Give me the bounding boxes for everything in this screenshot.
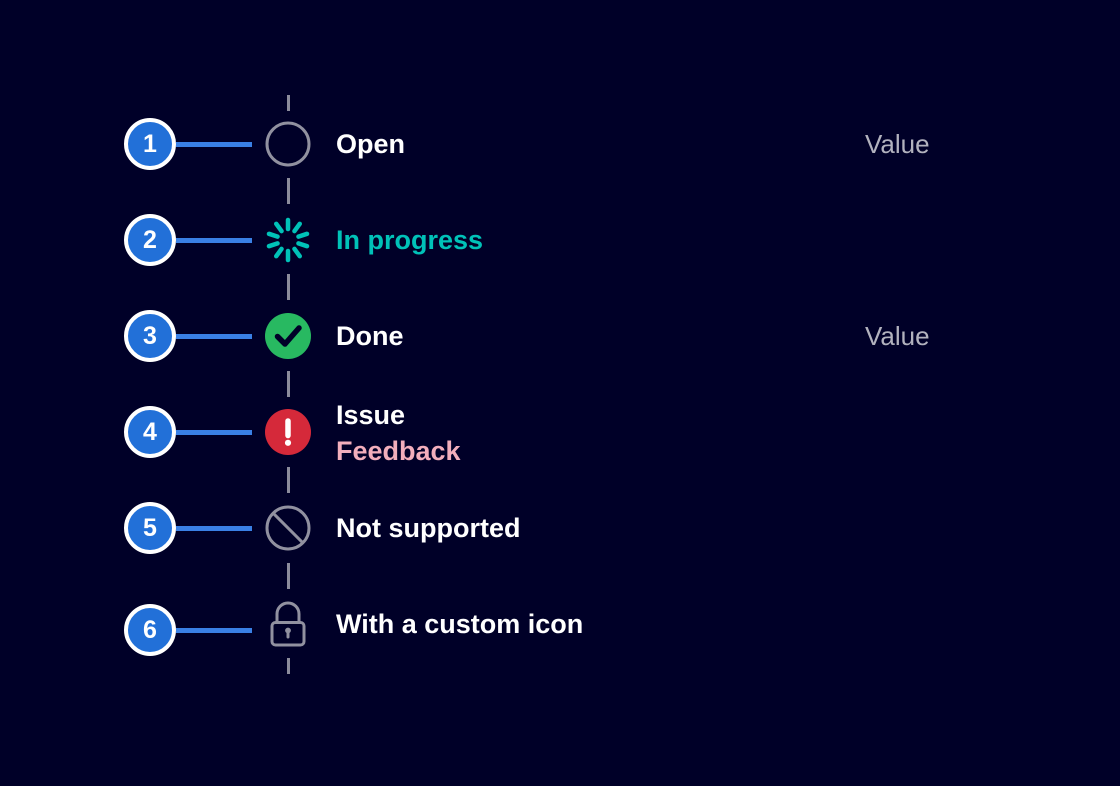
annotation-marker-4[interactable]: 4 <box>124 406 176 458</box>
annotation-number: 4 <box>143 417 157 446</box>
status-value: Value <box>865 129 930 159</box>
status-label-group: Issue Feedback <box>336 397 461 469</box>
status-label: Done <box>336 321 404 351</box>
alert-circle-icon <box>264 408 312 456</box>
timeline-connector-segment <box>286 563 290 589</box>
annotation-marker-3[interactable]: 3 <box>124 310 176 362</box>
spinner-icon <box>264 216 312 264</box>
timeline-connector-segment <box>286 371 290 397</box>
annotation-connector-line <box>176 525 252 531</box>
annotation-number: 1 <box>143 129 157 158</box>
timeline-connector-segment <box>286 658 290 674</box>
banned-icon <box>264 504 312 552</box>
annotation-connector-line <box>176 141 252 147</box>
annotation-marker-5[interactable]: 5 <box>124 502 176 554</box>
annotation-number: 2 <box>143 225 157 254</box>
status-sublabel: Feedback <box>336 436 461 466</box>
lock-icon <box>264 600 312 648</box>
open-circle-icon <box>264 120 312 168</box>
status-label: Issue <box>336 400 406 430</box>
timeline-connector-segment <box>286 95 290 111</box>
status-label: Not supported <box>336 513 521 543</box>
annotation-number: 3 <box>143 321 157 350</box>
annotation-number: 5 <box>143 513 157 542</box>
annotation-number: 6 <box>143 615 157 644</box>
annotation-marker-1[interactable]: 1 <box>124 118 176 170</box>
annotation-connector-line <box>176 237 252 243</box>
status-label: In progress <box>336 225 484 255</box>
status-label: Open <box>336 129 406 159</box>
annotation-marker-6[interactable]: 6 <box>124 604 176 656</box>
timeline-connector-segment <box>286 467 290 493</box>
annotation-connector-line <box>176 429 252 435</box>
annotation-marker-2[interactable]: 2 <box>124 214 176 266</box>
timeline-connector-segment <box>286 274 290 300</box>
status-value: Value <box>865 321 930 351</box>
annotation-connector-line <box>176 627 252 633</box>
check-circle-icon <box>264 312 312 360</box>
timeline-connector-segment <box>286 178 290 204</box>
annotation-connector-line <box>176 333 252 339</box>
status-label: With a custom icon <box>336 609 584 639</box>
